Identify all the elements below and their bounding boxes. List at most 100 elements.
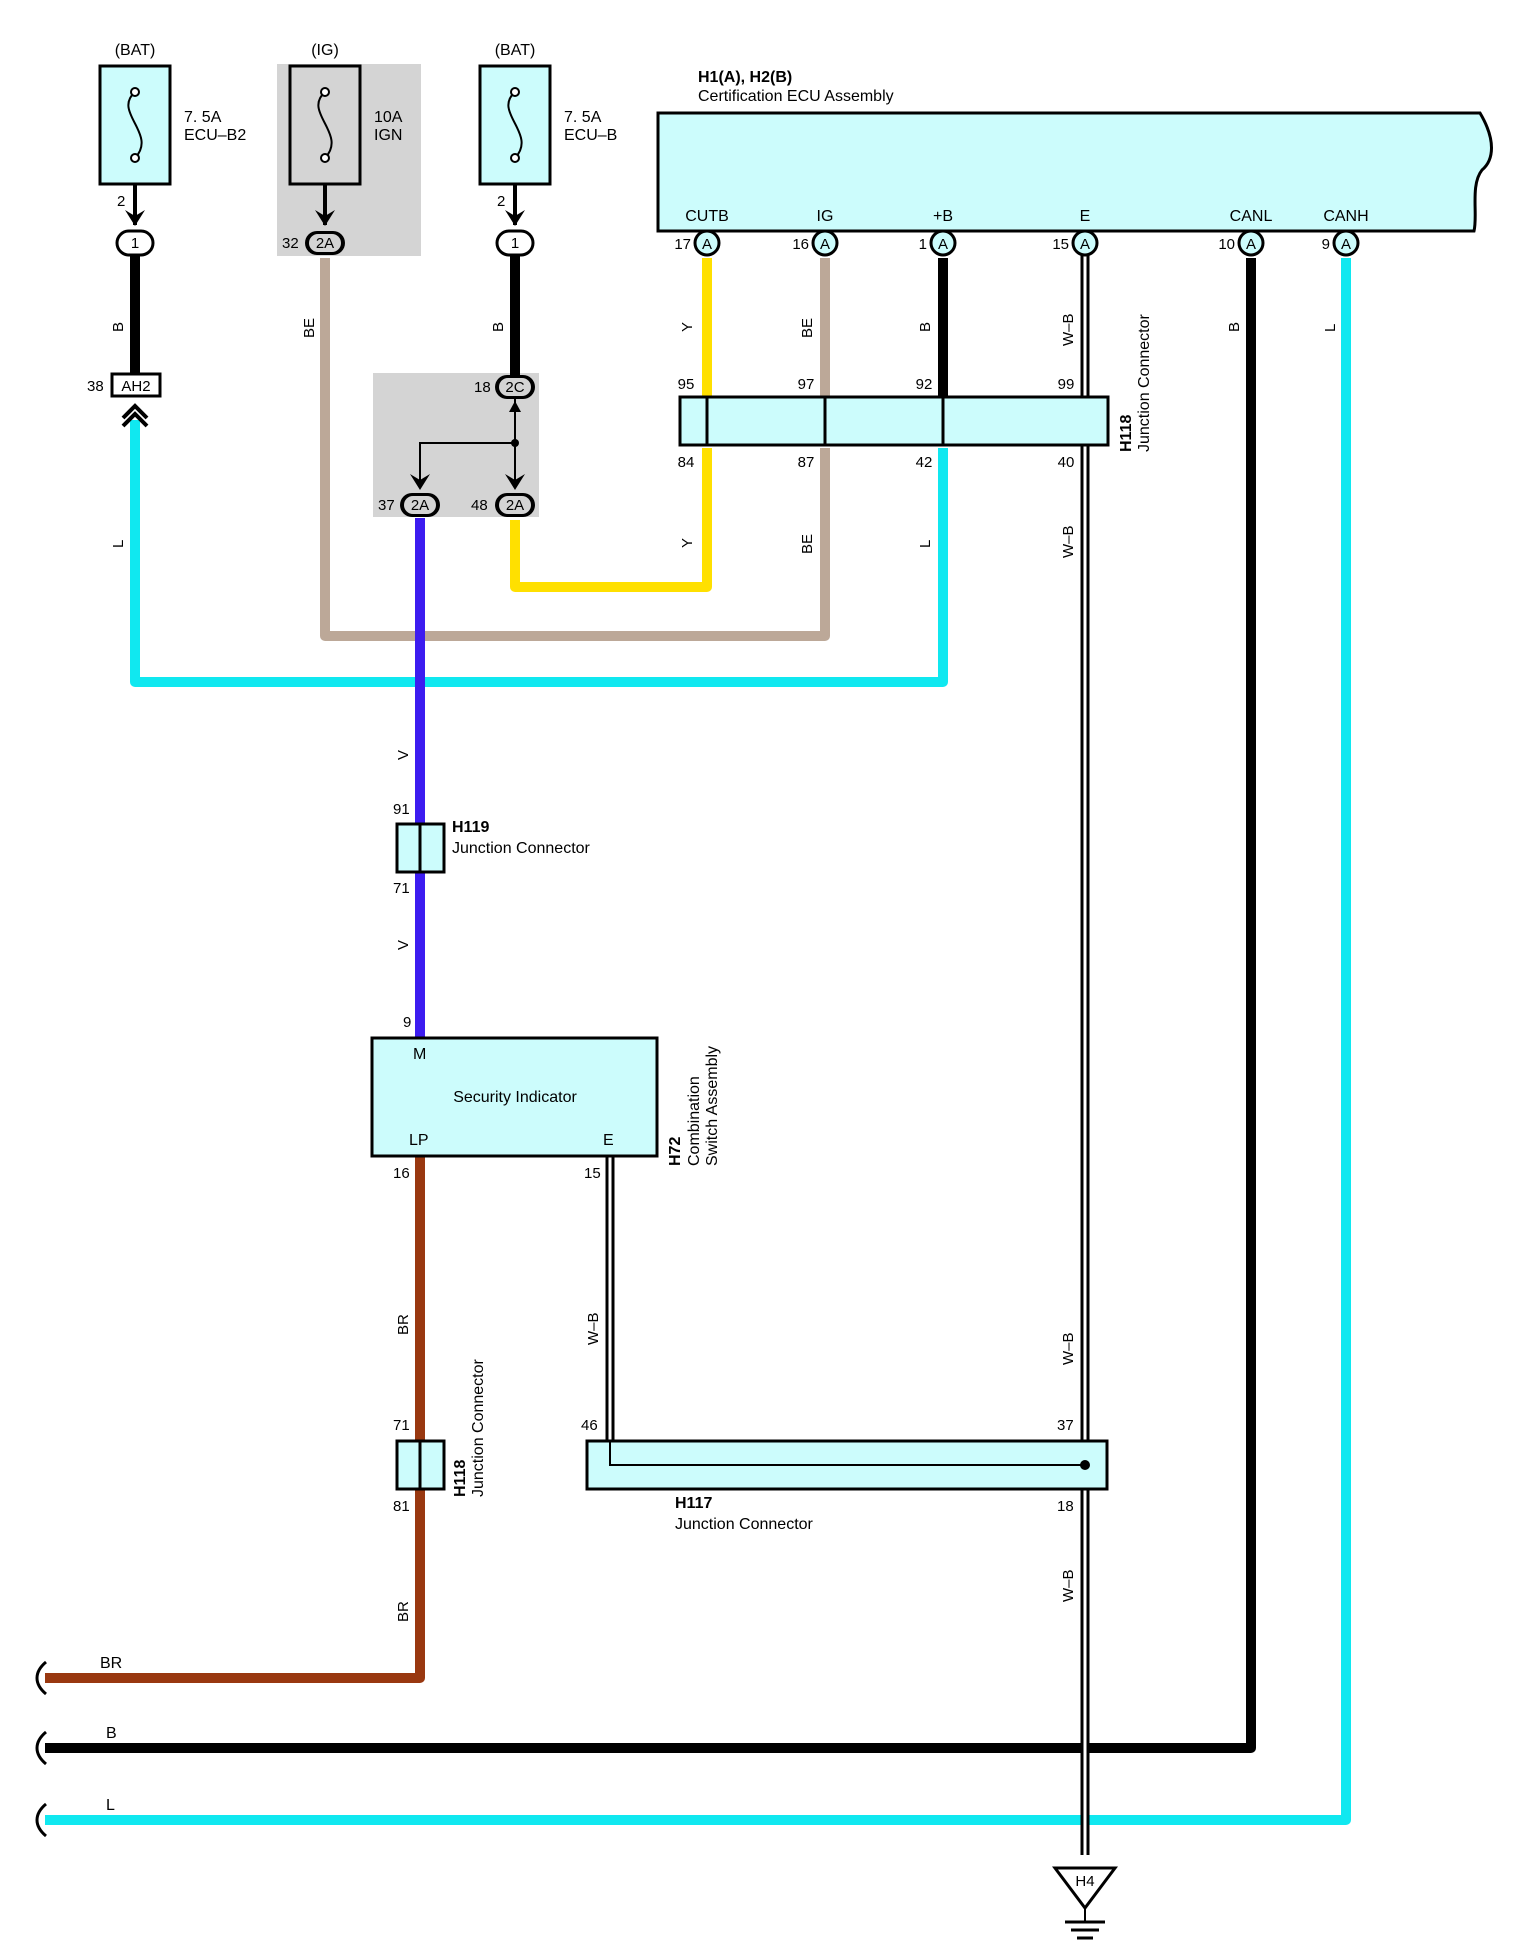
c32-num: 32 [282, 235, 299, 252]
h72-title: Security Indicator [453, 1089, 577, 1106]
ecu-pin-num: 16 [792, 236, 809, 253]
ecu-assembly: H1(A), H2(B) Certification ECU Assembly … [656, 69, 1493, 257]
h119-pin-bottom: 71 [393, 880, 410, 897]
c37-num: 37 [378, 497, 395, 514]
fuse-right-rating: 7. 5A [564, 109, 602, 126]
fuse-middle-name: IGN [374, 127, 402, 144]
wc-b-canl: B [1226, 322, 1243, 332]
c1-left-label: 1 [131, 235, 139, 252]
ecu-pin-conn: A [702, 236, 712, 253]
ecu-pin-terminal [1237, 229, 1265, 257]
fuse-left-rating: 7. 5A [184, 109, 222, 126]
ecu-pin-label: CUTB [685, 208, 729, 225]
h119-pin-top: 91 [393, 801, 410, 818]
ground-code: H4 [1075, 1873, 1094, 1890]
ecu-pin-terminal [929, 229, 957, 257]
fuse-middle-source: (IG) [311, 42, 339, 59]
c32-conn: 2A [316, 235, 334, 252]
wc-l-mid: L [917, 540, 934, 548]
h72-pin-lp-num: 16 [393, 1165, 410, 1182]
connector-c1-right: 1 [495, 229, 535, 257]
wc-y-low: Y [679, 538, 696, 548]
ecu-pin-label: +B [933, 208, 953, 225]
h117: 46 37 18 H117 Junction Connector [581, 1417, 1109, 1533]
h118-top-pin-92: 92 [916, 376, 933, 393]
ecu-pin-label: CANL [1230, 208, 1273, 225]
h118-top-pin-40: 40 [1058, 454, 1075, 471]
wc-v-top: V [395, 750, 412, 760]
wc-b-left: B [110, 322, 127, 332]
h72-pin-e-label: E [603, 1132, 614, 1149]
fuse-right-source: (BAT) [495, 42, 536, 59]
bus-label-l: L [106, 1797, 115, 1814]
c37-conn: 2A [411, 497, 429, 514]
c48-num: 48 [471, 497, 488, 514]
h72-pin-lp-label: LP [409, 1132, 429, 1149]
wc-br-top: BR [395, 1314, 412, 1335]
h72-code: H72 [667, 1137, 684, 1166]
junction-2c-2a: 18 2C 37 2A 48 2A [378, 375, 535, 517]
ecu-pin-label: CANH [1323, 208, 1368, 225]
fuse-left: (BAT) 7. 5A ECU–B2 2 [98, 42, 246, 210]
wc-be-left: BE [301, 318, 318, 338]
h118-bottom: 71 81 H118 Junction Connector [393, 1358, 487, 1515]
wire-be-loop [320, 258, 830, 641]
fuse-right-name: ECU–B [564, 127, 617, 144]
h117-name: Junction Connector [675, 1516, 814, 1533]
ecu-pin-label: IG [817, 208, 834, 225]
fuse-middle: (IG) 10A IGN [288, 42, 403, 186]
h118-top-pin-84: 84 [678, 454, 695, 471]
h119: 91 71 H119 Junction Connector [393, 801, 591, 897]
bus-label-br: BR [100, 1655, 122, 1672]
h118-top-pin-87: 87 [798, 454, 815, 471]
h117-code: H117 [675, 1495, 712, 1512]
ecu-pin-num: 15 [1052, 236, 1069, 253]
bus-label-b: B [106, 1725, 117, 1742]
wc-wb-top: W–B [1060, 313, 1077, 346]
fuse-right-pin: 2 [497, 193, 505, 210]
h119-name: Junction Connector [452, 840, 591, 857]
c18-conn: 2C [505, 379, 524, 396]
wc-l-canh: L [1322, 324, 1339, 332]
wc-l-left: L [110, 540, 127, 548]
wc-be-low: BE [799, 534, 816, 554]
h118-bottom-code: H118 [452, 1460, 469, 1497]
ecu-pin-num: 1 [919, 236, 927, 253]
ecu-pin-conn: A [938, 236, 948, 253]
c1-right-label: 1 [511, 235, 519, 252]
wire-br [45, 1157, 425, 1683]
ecu-pin-num: 9 [1322, 236, 1330, 253]
wire-y-loop [510, 448, 712, 592]
fuse-left-pin: 2 [117, 193, 125, 210]
connector-c1-left: 1 [115, 229, 155, 257]
h119-code: H119 [452, 819, 489, 836]
h118-top-pin-97: 97 [798, 376, 815, 393]
h118-top-name: Junction Connector [1136, 313, 1153, 452]
h118-top: 95 97 92 99 84 87 42 40 H118 Junction Co… [678, 313, 1153, 471]
ah2-num: 38 [87, 378, 104, 395]
wire-l-loop [130, 420, 948, 687]
fuse-right: (BAT) 7. 5A ECU–B 2 [478, 42, 617, 210]
wc-be-top: BE [799, 318, 816, 338]
ecu-pin-terminal [693, 229, 721, 257]
wc-br-low: BR [395, 1601, 412, 1622]
fuse-arrows [125, 210, 525, 226]
wc-y-top: Y [679, 322, 696, 332]
wc-wb-lower: W–B [1060, 1332, 1077, 1365]
wc-wb-mid: W–B [1060, 525, 1077, 558]
ecu-pin-label: E [1080, 208, 1091, 225]
ecu-pin-terminal [1332, 229, 1360, 257]
ecu-pin-conn: A [1246, 236, 1256, 253]
h118-bottom-pin-bottom: 81 [393, 1498, 410, 1515]
bus-ends [35, 1660, 48, 1838]
h72-pin-m-num: 9 [403, 1014, 411, 1031]
h72-pin-e-num: 15 [584, 1165, 601, 1182]
wire-wb-h72 [605, 1157, 1085, 1470]
h118-top-pin-42: 42 [916, 454, 933, 471]
h117-pin-left: 46 [581, 1417, 598, 1434]
ecu-pin-conn: A [820, 236, 830, 253]
wire-canl [45, 258, 1256, 1753]
fuse-left-source: (BAT) [115, 42, 156, 59]
h72-pin-m-label: M [413, 1046, 426, 1063]
